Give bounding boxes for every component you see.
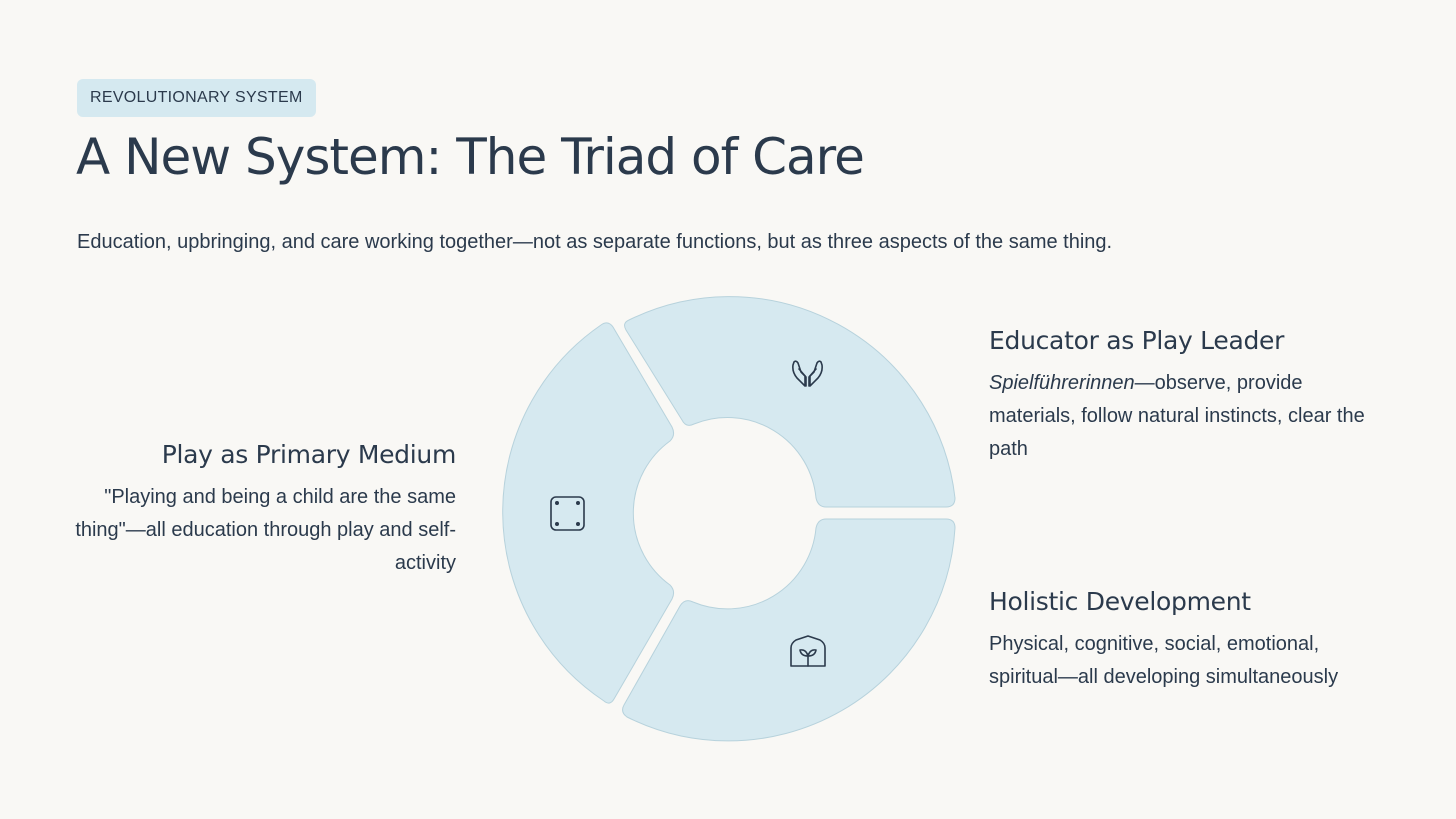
triad-ring-diagram <box>502 296 956 742</box>
greenhouse-sprout-icon <box>790 635 826 667</box>
section-badge-label: REVOLUTIONARY SYSTEM <box>90 89 303 106</box>
educator-description-text: —observe, provide materials, follow natu… <box>989 372 1365 460</box>
holistic-heading: Holistic Development <box>989 587 1251 616</box>
holistic-development-block: Holistic Development Physical, cognitive… <box>989 587 1389 694</box>
open-hands-icon <box>792 360 823 387</box>
play-heading: Play as Primary Medium <box>161 440 457 469</box>
holistic-description: Physical, cognitive, social, emotional, … <box>989 633 1339 688</box>
educator-play-leader-block: Educator as Play Leader Spielführerinnen… <box>989 326 1389 466</box>
square-dots-icon <box>550 496 585 531</box>
section-badge: REVOLUTIONARY SYSTEM <box>77 79 316 117</box>
segment-play <box>502 322 675 704</box>
play-description: "Playing and being a child are the same … <box>75 486 456 574</box>
educator-term: Spielführerinnen <box>989 372 1135 394</box>
page-title: A New System: The Triad of Care <box>76 128 865 186</box>
educator-heading: Educator as Play Leader <box>989 326 1285 355</box>
segment-holistic <box>622 518 956 742</box>
page-subtitle: Education, upbringing, and care working … <box>77 231 1113 253</box>
educator-description: Spielführerinnen—observe, provide materi… <box>989 367 1389 466</box>
play-primary-medium-block: Play as Primary Medium "Playing and bein… <box>70 440 456 580</box>
segment-educator <box>624 296 956 508</box>
